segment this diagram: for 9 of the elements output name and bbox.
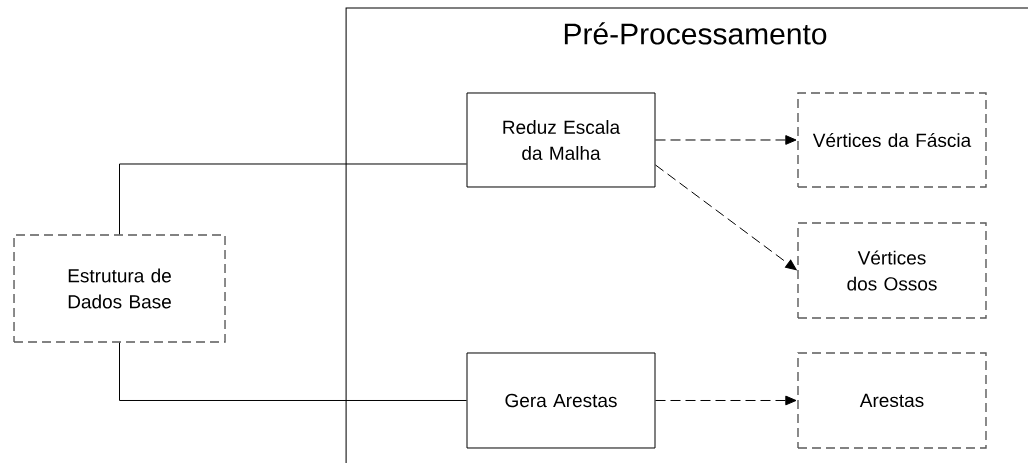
dashed-box: Arestas <box>797 352 987 449</box>
process-box: Gera Arestas <box>466 352 656 449</box>
dashed-box: Vértices da Fáscia <box>797 92 987 188</box>
arrow <box>655 135 797 145</box>
arrow <box>655 164 797 271</box>
process-box: Reduz Escala da Malha <box>466 92 656 188</box>
dashed-box: Vértices dos Ossos <box>797 222 987 319</box>
dashed-box: Estrutura de Dados Base <box>13 234 226 343</box>
arrow <box>655 395 797 406</box>
